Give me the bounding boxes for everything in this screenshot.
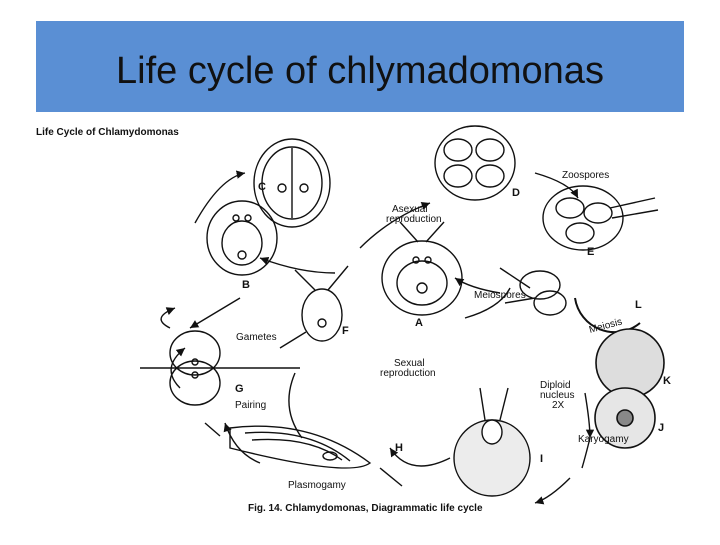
stage-e-cell [542,185,659,251]
label-c: C [258,181,266,193]
life-cycle-figure: Life Cycle of Chlamydomonas C D [30,118,696,540]
label-e: E [587,246,594,258]
figure-header: Life Cycle of Chlamydomonas [36,127,179,138]
title-bar: Life cycle of chlymadomonas [36,21,684,112]
stage-b-cell [206,200,278,276]
label-pairing: Pairing [235,400,266,411]
stage-j-zygote [594,387,656,449]
label-zoospores: Zoospores [562,170,609,181]
label-f: F [342,325,349,337]
label-a: A [415,317,423,329]
label-j: J [658,422,664,434]
label-gametes: Gametes [236,332,277,343]
label-h: H [395,442,403,454]
label-meiospores: Meiospores [474,290,526,301]
stage-k-zygote [595,328,665,398]
stage-g-pairing [140,330,300,406]
figure-caption: Fig. 14. Chlamydomonas, Diagrammatic lif… [248,503,483,514]
label-plasmogamy: Plasmogamy [288,480,346,491]
stage-d-cell [434,125,516,201]
stage-h-plasmogamy [204,422,403,487]
label-karyogamy: Karyogamy [578,434,629,445]
label-b: B [242,279,250,291]
label-d: D [512,187,520,199]
slide-title: Life cycle of chlymadomonas [116,50,604,92]
stage-c-cell [253,138,331,228]
stage-a-cell [381,221,463,316]
label-g: G [235,383,244,395]
stage-i-zygote [453,387,531,497]
stage-f-gametes [279,265,349,349]
label-k: K [663,375,671,387]
label-i: I [540,453,543,465]
cycle-arrows [160,170,595,505]
label-l: L [635,299,642,311]
life-cycle-diagram: Life Cycle of Chlamydomonas C D [36,125,671,514]
